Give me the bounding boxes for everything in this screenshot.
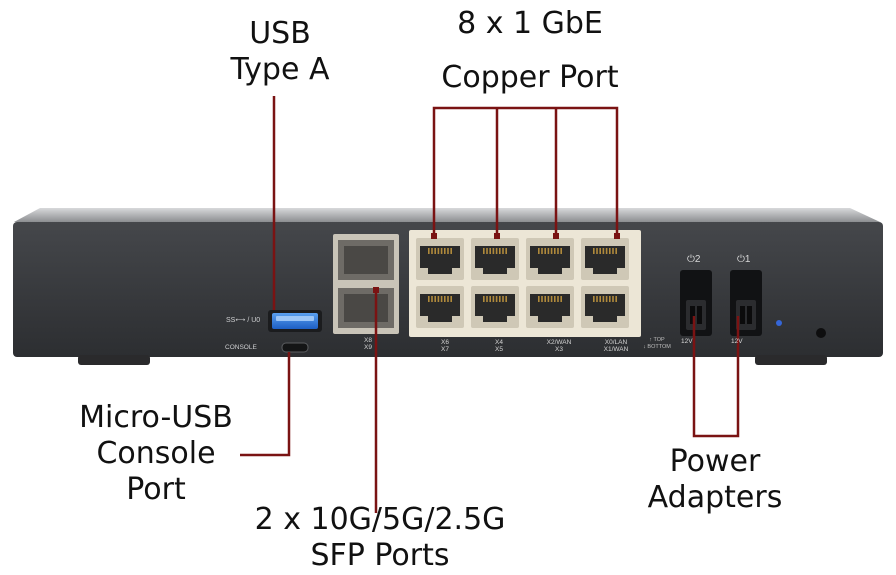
foot-left <box>78 355 150 365</box>
rj45-port-6 <box>471 286 519 328</box>
sfp-callout-line1: 2 x 10G/5G/2.5G <box>254 502 506 537</box>
rj45-label-x6: X6 <box>441 339 449 346</box>
sfp-label-top: X8 <box>364 337 372 344</box>
rj45-port-1 <box>416 238 464 280</box>
sfp-cage <box>333 234 399 334</box>
usb-port-label: SS⟷ / U0 <box>226 317 261 324</box>
console-callout-line3: Port <box>126 472 186 507</box>
sfp-callout: 2 x 10G/5G/2.5G SFP Ports <box>220 502 540 574</box>
power-voltage-2: 12V <box>681 338 693 345</box>
rj45-port-5 <box>416 286 464 328</box>
rj45-port-3 <box>526 238 574 280</box>
foot-right <box>755 355 827 365</box>
sfp-callout-line2: SFP Ports <box>310 538 450 573</box>
rj45-label-x1: X1/WAN <box>603 346 629 353</box>
rj45-port-8 <box>581 286 629 328</box>
rj45-label-x3: X3 <box>555 346 563 353</box>
bottom-label: ↓ BOTTOM <box>643 344 671 350</box>
micro-usb-port <box>281 342 309 353</box>
power-voltage-1: 12V <box>731 338 743 345</box>
top-bottom-label: ↑ TOP ↓ BOTTOM <box>640 337 674 351</box>
rj45-port-group <box>416 238 629 328</box>
console-callout: Micro-USB Console Port <box>56 400 256 508</box>
console-callout-line2: Console <box>96 436 216 471</box>
rj45-label-x5: X5 <box>495 346 503 353</box>
console-port-label: CONSOLE <box>225 344 257 351</box>
sfp-label: X8 X9 <box>358 337 378 351</box>
reset-pinhole <box>816 328 826 338</box>
power-inlet-2 <box>680 270 712 336</box>
rj45-label-x7: X7 <box>441 346 449 353</box>
chassis-top <box>14 208 880 222</box>
usb-callout-line1: USB <box>249 16 311 51</box>
power-icon-2: ⏻2 <box>687 254 701 265</box>
usb-callout-line2: Type A <box>230 52 330 87</box>
rj45-label-x0: X0/LAN <box>604 339 628 346</box>
rj45-port-4 <box>581 238 629 280</box>
status-led <box>776 320 782 326</box>
power-leader <box>692 316 740 438</box>
power-callout-line1: Power <box>669 444 761 479</box>
console-callout-line1: Micro-USB <box>79 400 233 435</box>
rj45-label-pair-4: X0/LAN X1/WAN <box>594 339 638 353</box>
rj45-label-x4: X4 <box>495 339 503 346</box>
rj45-port-7 <box>526 286 574 328</box>
power-callout-line2: Adapters <box>647 480 783 515</box>
console-leader <box>240 352 291 457</box>
usb-callout: USB Type A <box>220 16 340 88</box>
copper-callout: 8 x 1 GbE Copper Port <box>400 6 660 96</box>
power-callout: Power Adapters <box>630 444 800 516</box>
rj45-port-2 <box>471 238 519 280</box>
rj45-label-pair-1: X6 X7 <box>430 339 460 353</box>
top-label: ↑ TOP <box>649 337 665 343</box>
copper-callout-line1: 8 x 1 GbE <box>457 6 603 41</box>
rj45-label-pair-3: X2/WAN X3 <box>539 339 579 353</box>
power-icon-1: ⏻1 <box>737 254 751 265</box>
copper-callout-line2: Copper Port <box>441 60 619 95</box>
sfp-label-bottom: X9 <box>364 344 372 351</box>
usb-a-port <box>268 310 322 332</box>
rj45-label-x2: X2/WAN <box>546 339 572 346</box>
rj45-label-pair-2: X4 X5 <box>484 339 514 353</box>
copper-leader <box>432 106 619 236</box>
